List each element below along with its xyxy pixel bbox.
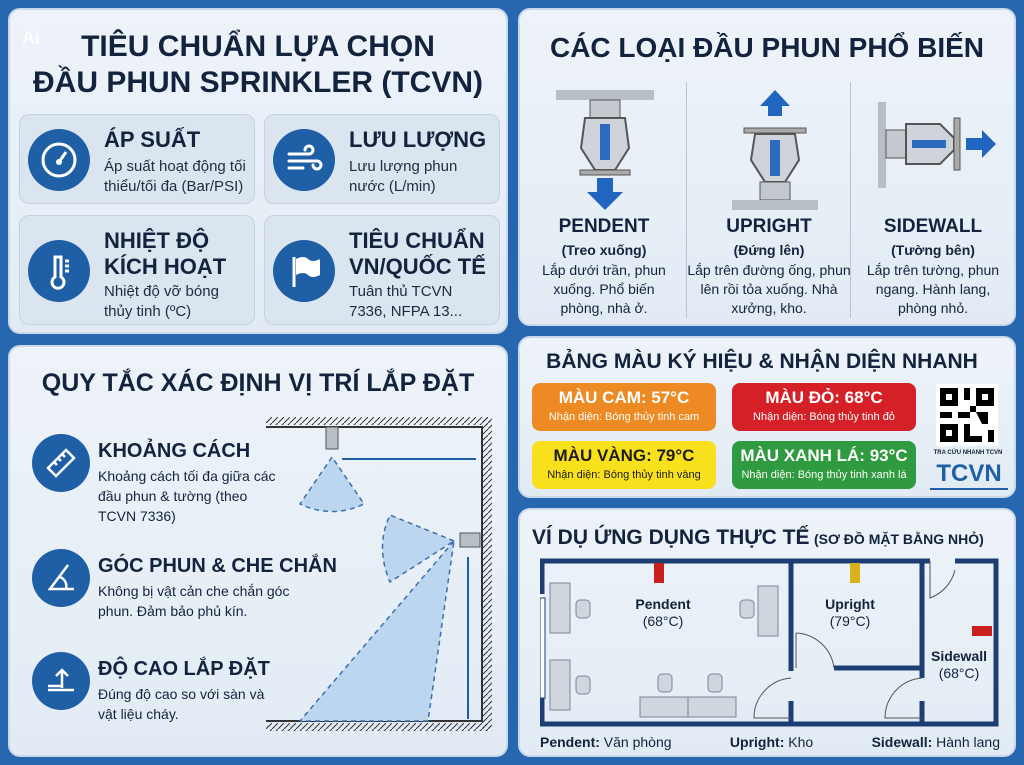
criteria-card-flow: LƯU LƯỢNG Lưu lượng phun nước (L/min): [264, 114, 500, 204]
color-chip-orange: MÀU CAM: 57°C Nhận diện: Bóng thủy tinh c…: [532, 383, 716, 431]
color-table-panel: BẢNG MÀU KÝ HIỆU & NHẬN DIỆN NHANH MÀU C…: [518, 336, 1016, 498]
legend-key: Upright:: [729, 734, 785, 750]
floor-plan: [540, 558, 999, 727]
criteria-card-pressure: ÁP SUẤT Áp suất hoạt động tối thiểu/tối …: [19, 114, 255, 204]
criteria-title-line1: TIÊU CHUẨN LỰA CHỌN: [81, 30, 435, 63]
type-upright: UPRIGHT (Đứng lên) Lắp trên đường ống, p…: [687, 216, 851, 318]
chip-label: MÀU VÀNG: 79°C: [553, 446, 695, 465]
room-temp: (68°C): [642, 613, 684, 629]
criteria-item-desc: Nhiệt độ vỡ bóng thủy tinh (ºC): [104, 283, 219, 320]
wind-flow-icon: [273, 129, 335, 191]
rule-title: KHOẢNG CÁCH: [98, 440, 251, 462]
installation-diagram: [266, 417, 492, 731]
room-temp: (68°C): [938, 665, 980, 681]
rule-title: GÓC PHUN & CHE CHẮN: [98, 555, 337, 577]
angle-icon: [32, 549, 90, 607]
sidewall-sprinkler-marker: [972, 626, 992, 636]
type-pendent: PENDENT (Treo xuống) Lắp dưới trần, phun…: [522, 216, 686, 318]
type-desc: Lắp trên tường, phun ngang. Hành lang, p…: [866, 262, 1000, 316]
criteria-title-line2: ĐẦU PHUN SPRINKLER (TCVN): [33, 66, 483, 99]
chip-desc: Nhận diện: Bóng thủy tinh xanh lá: [741, 469, 907, 481]
chip-desc: Nhận diện: Bóng thủy tinh cam: [548, 411, 700, 423]
legend-item: Upright: Kho: [730, 734, 813, 750]
example-panel: VÍ DỤ ỨNG DỤNG THỰC TẾ (SƠ ĐỒ MẶT BẰNG N…: [518, 508, 1016, 757]
upright-sprinkler-icon: [732, 90, 818, 210]
qr-code[interactable]: [936, 384, 998, 446]
criteria-item-desc: Áp suất hoạt động tối thiểu/tối đa (Bar/…: [104, 158, 246, 195]
color-chip-red: MÀU ĐỎ: 68°C Nhận diện: Bóng thủy tinh đỏ: [732, 383, 916, 431]
rule-desc: Khoảng cách tối đa giữa các đầu phun & t…: [98, 468, 276, 524]
criteria-item-desc: Lưu lượng phun nước (L/min): [349, 158, 458, 195]
type-sub: (Đứng lên): [733, 242, 805, 258]
rule-title: ĐỘ CAO LẮP ĐẶT: [98, 658, 270, 680]
pendent-sprinkler-marker: [654, 563, 664, 583]
types-panel: CÁC LOẠI ĐẦU PHUN PHỔ BIẾN PENDENT (Treo…: [518, 8, 1016, 326]
criteria-item-title: ÁP SUẤT: [104, 127, 201, 152]
type-sub: (Tường bên): [891, 242, 975, 258]
type-name: UPRIGHT: [726, 216, 812, 237]
criteria-panel: Ai TIÊU CHUẨN LỰA CHỌN ĐẦU PHUN SPRINKLE…: [8, 8, 508, 334]
example-subtitle: (SƠ ĐỒ MẶT BẰNG NHỎ): [813, 531, 984, 547]
types-title: CÁC LOẠI ĐẦU PHUN PHỔ BIẾN: [549, 32, 984, 63]
height-icon: [32, 652, 90, 710]
legend-value: Văn phòng: [603, 734, 672, 750]
divider: [850, 82, 851, 318]
type-name: PENDENT: [558, 216, 650, 237]
color-chip-green: MÀU XANH LÁ: 93°C Nhận diện: Bóng thủy ti…: [732, 441, 916, 489]
colors-title: BẢNG MÀU KÝ HIỆU & NHẬN DIỆN NHANH: [546, 350, 978, 373]
rules-panel: QUY TẮC XÁC ĐỊNH VỊ TRÍ LẮP ĐẶT KHOẢNG C…: [8, 345, 508, 757]
upright-sprinkler-marker: [850, 563, 860, 583]
type-desc: Lắp trên đường ống, phun lên rồi tỏa xuố…: [687, 262, 851, 316]
rules-title: QUY TẮC XÁC ĐỊNH VỊ TRÍ LẮP ĐẶT: [41, 369, 475, 397]
watermark: Ai: [22, 28, 40, 48]
gauge-icon: [28, 129, 90, 191]
room-type: Sidewall: [930, 648, 988, 664]
room-label-pendent: Pendent(68°C): [620, 596, 706, 630]
room-label-upright: Upright(79°C): [810, 596, 890, 630]
qr-caption: TRA CỨU NHANH TCVN: [933, 450, 1003, 456]
criteria-card-standard: TIÊU CHUẨN VN/QUỐC TẾ Tuân thủ TCVN 7336…: [264, 215, 500, 325]
chip-desc: Nhận diện: Bóng thủy tinh vàng: [547, 469, 701, 481]
legend-value: Hành lang: [936, 734, 1000, 750]
chip-label: MÀU CAM: 57°C: [558, 388, 690, 407]
chip-label: MÀU ĐỎ: 68°C: [765, 388, 883, 407]
criteria-card-temperature: NHIỆT ĐỘ KÍCH HOẠT Nhiệt độ vỡ bóng thủy…: [19, 215, 255, 325]
legend-item: Sidewall: Hành lang: [872, 734, 1000, 750]
room-temp: (79°C): [829, 613, 871, 629]
example-title-main: VÍ DỤ ỨNG DỤNG THỰC TẾ: [532, 526, 810, 549]
color-chip-yellow: MÀU VÀNG: 79°C Nhận diện: Bóng thủy tinh …: [532, 441, 716, 489]
legend-item: Pendent: Văn phòng: [540, 734, 672, 750]
pendent-sprinkler-icon: [556, 90, 654, 210]
type-name: SIDEWALL: [883, 216, 983, 237]
chip-label: MÀU XANH LÁ: 93°C: [740, 446, 908, 465]
example-title: VÍ DỤ ỨNG DỤNG THỰC TẾ (SƠ ĐỒ MẶT BẰNG N…: [532, 526, 984, 550]
criteria-item-title: NHIỆT ĐỘ KÍCH HOẠT: [104, 228, 227, 279]
tcvn-logo: TCVN: [930, 460, 1008, 490]
type-desc: Lắp dưới trần, phun xuống. Phổ biến phòn…: [542, 262, 666, 316]
criteria-item-title: TIÊU CHUẨN VN/QUỐC TẾ: [349, 228, 486, 279]
criteria-item-title: LƯU LƯỢNG: [349, 127, 487, 152]
room-type: Pendent: [635, 596, 691, 612]
type-sidewall: SIDEWALL (Tường bên) Lắp trên tường, phu…: [851, 216, 1015, 318]
legend: Pendent: Văn phòng Upright: Kho Sidewall…: [540, 734, 1000, 750]
type-sub: (Treo xuống): [561, 242, 647, 258]
thermometer-icon: [28, 240, 90, 302]
legend-key: Sidewall:: [871, 734, 933, 750]
ruler-icon: [32, 434, 90, 492]
rule-desc: Đúng độ cao so với sàn và vật liệu cháy.: [98, 686, 265, 722]
rule-desc: Không bị vật cản che chắn góc phun. Đảm …: [98, 583, 290, 619]
chip-desc: Nhận diện: Bóng thủy tinh đỏ: [753, 411, 895, 423]
sidewall-sprinkler-icon: [878, 102, 996, 188]
room-label-sidewall: Sidewall(68°C): [924, 648, 994, 682]
legend-key: Pendent:: [540, 734, 600, 750]
flag-icon: [273, 240, 335, 302]
room-type: Upright: [825, 596, 875, 612]
criteria-item-desc: Tuân thủ TCVN 7336, NFPA 13...: [349, 283, 463, 320]
legend-value: Kho: [788, 734, 814, 750]
divider: [686, 82, 687, 318]
